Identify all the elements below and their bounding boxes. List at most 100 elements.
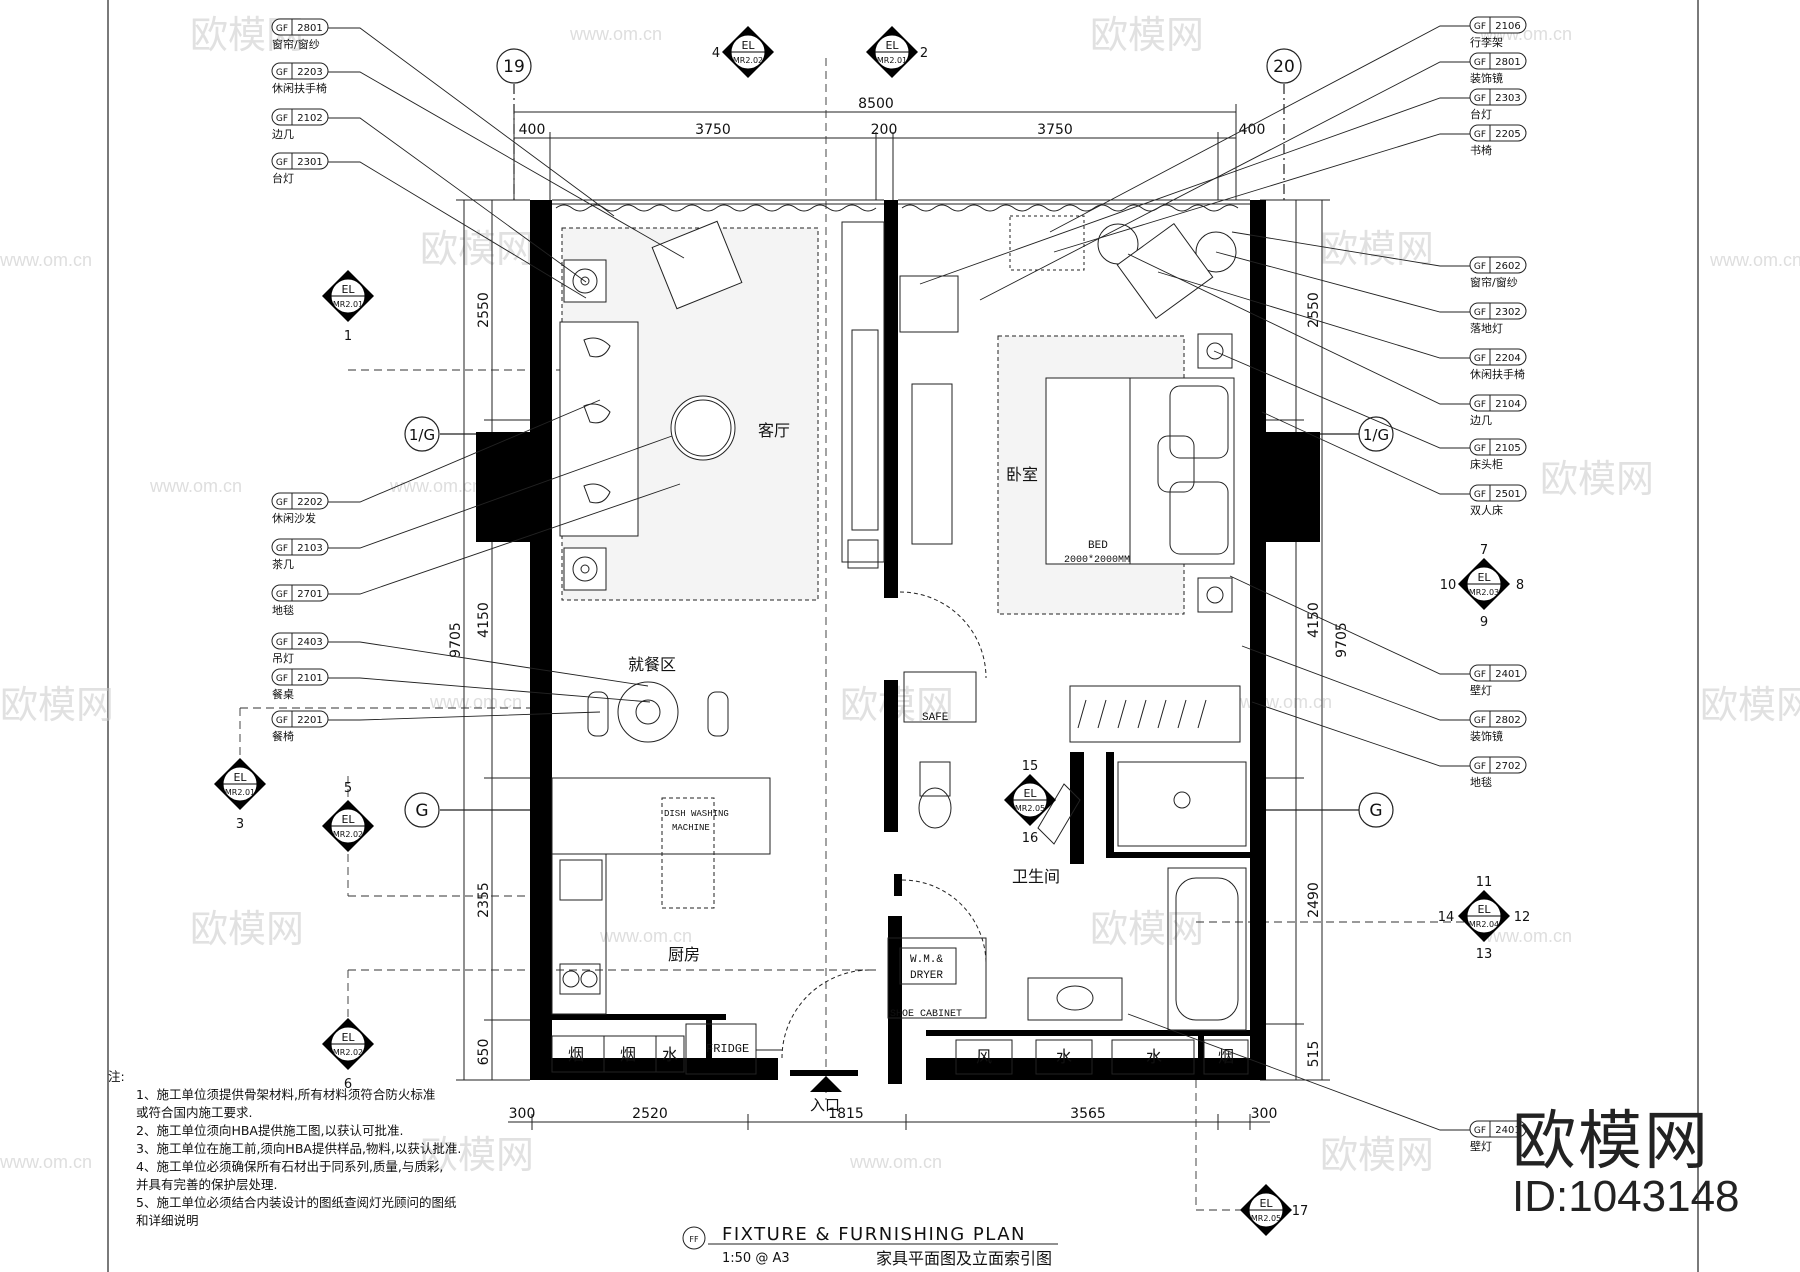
ducts — [551, 1035, 1249, 1075]
dimension-lines — [456, 104, 1330, 1130]
gf-tag-prefix: GF — [1474, 130, 1486, 140]
gf-tag-prefix: GF — [1474, 308, 1486, 318]
title-en: FIXTURE & FURNISHING PLAN — [722, 1224, 1026, 1245]
elevation-number: 7 — [1480, 543, 1488, 558]
gf-tag-prefix: GF — [1474, 400, 1486, 410]
windows — [552, 199, 1250, 212]
dim-right: 515 — [1306, 1041, 1322, 1068]
elevation-ref: MR2.01 — [333, 300, 363, 309]
dim-bottom: 1815 — [828, 1106, 864, 1122]
watermark-text: 欧模网 — [0, 683, 114, 727]
elevation-ref: MR2.01 — [877, 56, 907, 65]
dim-left: 2550 — [476, 292, 492, 328]
gf-tag-desc: 边几 — [1470, 414, 1492, 427]
watermark-site: www.om.cn — [0, 250, 92, 270]
axis-label: 1/G — [409, 426, 435, 444]
gf-tag-code: 2202 — [297, 497, 322, 508]
dim-right: 2490 — [1306, 882, 1322, 918]
dim-right-total: 9705 — [1334, 622, 1350, 658]
gf-tag-desc: 地毯 — [272, 603, 294, 617]
watermark-site: www.om.cn — [599, 926, 692, 946]
gf-tag-prefix: GF — [1474, 354, 1486, 364]
gf-tag-code: 2401 — [1495, 1125, 1520, 1136]
dim-top: 400 — [519, 122, 546, 138]
gf-tag-prefix: GF — [276, 544, 288, 554]
elevation-ref: MR2.05 — [1015, 804, 1045, 813]
dishwasher-label: DISH WASHING — [664, 809, 729, 819]
bed-size-label: 2000*2000MM — [1064, 554, 1130, 566]
elevation-label: EL — [1259, 1197, 1273, 1210]
gf-tag-desc: 床头柜 — [1470, 457, 1503, 471]
gf-tag-desc: 窗帘/窗纱 — [272, 37, 320, 51]
gf-tag-desc: 双人床 — [1470, 503, 1503, 517]
construction-notes: 注: 1、施工单位须提供骨架材料,所有材料须符合防火标准 或符合国内施工要求. … — [108, 1068, 488, 1230]
gf-tag-code: 2104 — [1495, 399, 1520, 410]
watermark-site: www.om.cn — [149, 476, 242, 496]
gf-tag-prefix: GF — [1474, 716, 1486, 726]
duct-label: 烟 — [568, 1045, 584, 1064]
elevation-number: 6 — [344, 1077, 352, 1092]
washer-label: W.M.& — [910, 954, 943, 966]
gf-tag-code: 2302 — [1495, 307, 1520, 318]
elevation-number: 8 — [1516, 578, 1524, 593]
elevation-label: EL — [341, 1031, 355, 1044]
gf-tag-prefix: GF — [276, 158, 288, 168]
elevation-label: EL — [885, 39, 899, 52]
elevation-ref: MR2.03 — [1469, 588, 1499, 597]
gf-tag-code: 2105 — [1495, 443, 1520, 454]
gf-tag-prefix: GF — [1474, 262, 1486, 272]
watermark-text: 欧模网 — [1090, 13, 1204, 57]
elevation-ref: MR2.04 — [1469, 920, 1499, 929]
gf-tag-code: 2205 — [1495, 129, 1520, 140]
gf-tag-prefix: GF — [1474, 670, 1486, 680]
watermark-text: 欧模网 — [1700, 683, 1800, 727]
gf-tag-code: 2602 — [1495, 261, 1520, 272]
watermark-text: 欧模网 — [1320, 1133, 1434, 1177]
notes-heading: 注: — [108, 1069, 125, 1084]
gf-tag-code: 2201 — [297, 715, 322, 726]
room-label-living: 客厅 — [758, 421, 790, 440]
elevation-number: 13 — [1476, 947, 1493, 962]
gf-tag-prefix: GF — [276, 24, 288, 34]
gf-tag-code: 2106 — [1495, 21, 1520, 32]
duct-label: 水 — [1056, 1047, 1072, 1066]
brand-watermark: 欧模网 — [1512, 1105, 1710, 1179]
note-line: 5、施工单位必须结合内装设计的图纸查阅灯光顾问的图纸 — [136, 1195, 457, 1210]
dim-bottom: 2520 — [632, 1106, 668, 1122]
gf-tag-prefix: GF — [276, 590, 288, 600]
title-badge: FF — [689, 1235, 699, 1244]
title-scale: 1:50 @ A3 — [722, 1251, 790, 1266]
note-line: 并具有完善的保护层处理. — [136, 1177, 278, 1192]
elevation-ref: MR2.02 — [733, 56, 763, 65]
wardrobe — [899, 591, 1241, 743]
note-line: 和详细说明 — [136, 1213, 199, 1228]
gf-tag-code: 2403 — [297, 637, 322, 648]
dim-left: 4150 — [476, 602, 492, 638]
gf-tag-prefix: GF — [1474, 444, 1486, 454]
gf-tag-prefix: GF — [276, 68, 288, 78]
axis-label: 1/G — [1363, 426, 1389, 444]
room-label-bedroom: 卧室 — [1006, 465, 1038, 484]
dim-bottom: 300 — [1251, 1106, 1278, 1122]
elevation-number: 10 — [1440, 578, 1457, 593]
gf-tag-prefix: GF — [276, 498, 288, 508]
gf-tag-desc: 茶几 — [272, 558, 294, 571]
duct-label: 烟 — [620, 1045, 636, 1064]
fridge-label: FRIDGE — [706, 1042, 749, 1056]
watermark-site: www.om.cn — [389, 476, 482, 496]
